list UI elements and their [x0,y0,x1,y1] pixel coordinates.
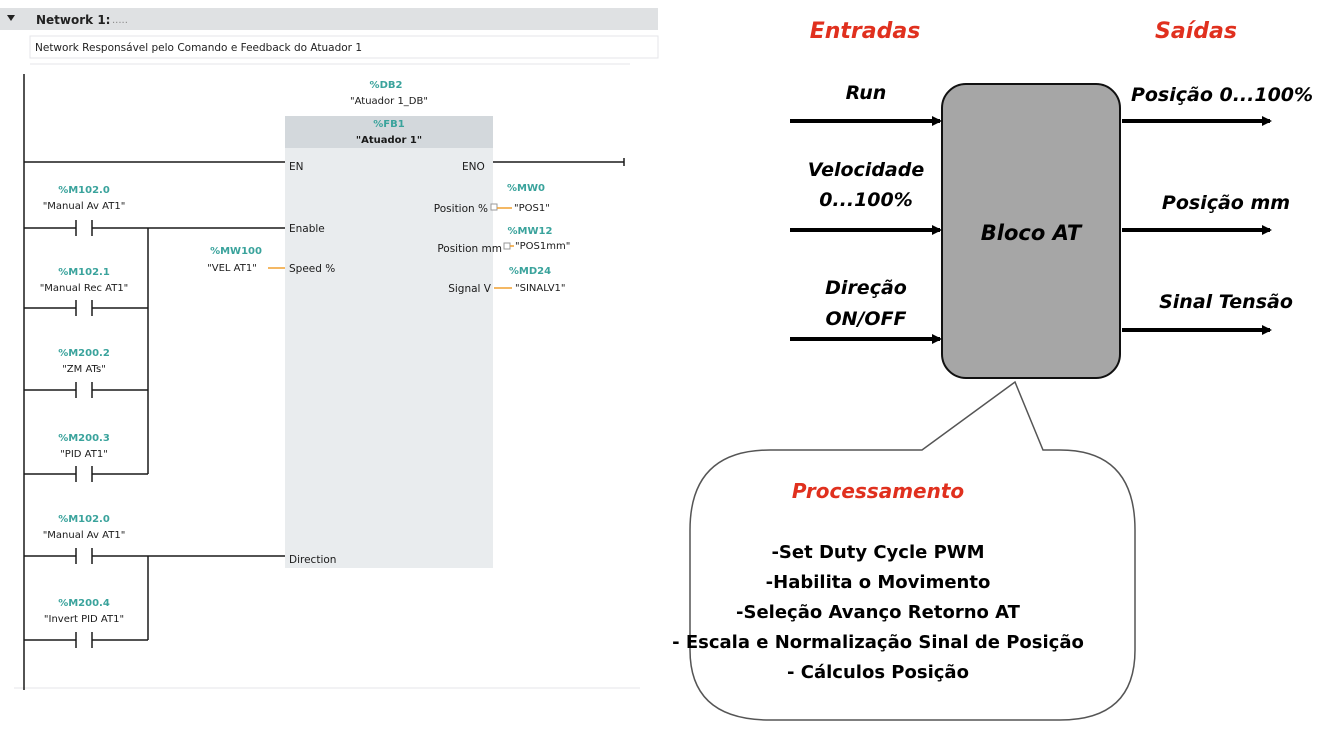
collapse-triangle-icon[interactable] [7,15,15,21]
pin-en: EN [289,161,304,173]
contact-1-address: %M102.0 [58,185,110,196]
block-diagram-canvas: Entradas Saídas Bloco AT Run Velocidade … [672,19,1313,721]
input-3-line2: ON/OFF [825,308,906,330]
block-diagram-panel: Entradas Saídas Bloco AT Run Velocidade … [660,0,1332,729]
pin-position-mm: Position mm [437,243,502,255]
pin-signal-v: Signal V [448,283,492,295]
bloco-at-block [941,83,1121,379]
fb-block[interactable] [285,116,493,568]
contact-5[interactable] [24,548,285,564]
output-2-symbol: "POS1mm" [515,241,570,252]
fb-name: "Atuador 1" [356,135,422,146]
block-label: Bloco AT [981,221,1083,245]
contact-5-address: %M102.0 [58,514,110,525]
output-2-label: Posição mm [1162,192,1290,214]
output-marker-icon [490,203,498,211]
outputs-title: Saídas [1155,19,1237,44]
input-2-line2: 0...100% [819,189,913,211]
output-1-symbol: "POS1" [514,203,550,214]
network-comment: Network Responsável pelo Comando e Feedb… [35,42,362,54]
pin-position-pct: Position % [434,203,488,215]
contact-6[interactable] [24,632,148,648]
output-3-label: Sinal Tensão [1159,291,1293,313]
db-name: "Atuador 1_DB" [350,96,428,107]
network-title-dots: ..... [112,15,128,26]
contact-4-address: %M200.3 [58,433,110,444]
contact-1[interactable] [24,220,285,236]
ladder-network-panel: Network 1: ..... Network Responsável pel… [0,0,660,729]
processing-item-5: - Cálculos Posição [787,662,969,683]
processing-item-3: -Seleção Avanço Retorno AT [736,602,1021,623]
input-1-line1: Run [846,82,887,104]
processing-item-2: -Habilita o Movimento [766,572,991,593]
input-3-line1: Direção [825,277,907,299]
output-marker-icon [503,242,511,250]
pin-direction: Direction [289,554,336,566]
fb-block-header [285,116,493,148]
processing-callout [689,380,1136,721]
contact-5-symbol: "Manual Av AT1" [43,530,126,541]
contact-6-address: %M200.4 [58,598,110,609]
speed-input-address: %MW100 [210,246,262,257]
contact-1-symbol: "Manual Av AT1" [43,201,126,212]
input-2-line1: Velocidade [808,159,925,181]
contact-3-address: %M200.2 [58,348,110,359]
output-3-address: %MD24 [509,266,551,277]
processing-item-1: -Set Duty Cycle PWM [771,542,984,563]
network-header[interactable] [0,8,658,30]
pin-speed: Speed % [289,263,335,275]
fb-address: %FB1 [373,119,404,130]
contact-2-address: %M102.1 [58,267,110,278]
processing-item-4: - Escala e Normalização Sinal de Posição [672,632,1084,653]
contact-4-symbol: "PID AT1" [60,449,108,460]
output-3-symbol: "SINALV1" [515,283,566,294]
contact-6-symbol: "Invert PID AT1" [44,614,124,625]
network-title: Network 1: [36,13,110,27]
network-comment-box[interactable] [29,35,659,59]
processing-title: Processamento [792,479,965,503]
output-1-address: %MW0 [507,183,545,194]
pin-enable: Enable [289,223,325,235]
db-address: %DB2 [370,80,403,91]
contact-2[interactable] [24,300,148,316]
pin-eno: ENO [462,161,485,173]
contact-2-symbol: "Manual Rec AT1" [40,283,129,294]
output-2-address: %MW12 [508,226,553,237]
inputs-title: Entradas [810,19,921,44]
speed-input-symbol: "VEL AT1" [207,263,257,274]
contact-3[interactable] [24,382,148,398]
contact-4[interactable] [24,466,148,482]
output-1-label: Posição 0...100% [1131,84,1313,106]
contact-3-symbol: "ZM ATs" [62,364,106,375]
ladder-canvas: Network 1: ..... Network Responsável pel… [0,8,659,690]
